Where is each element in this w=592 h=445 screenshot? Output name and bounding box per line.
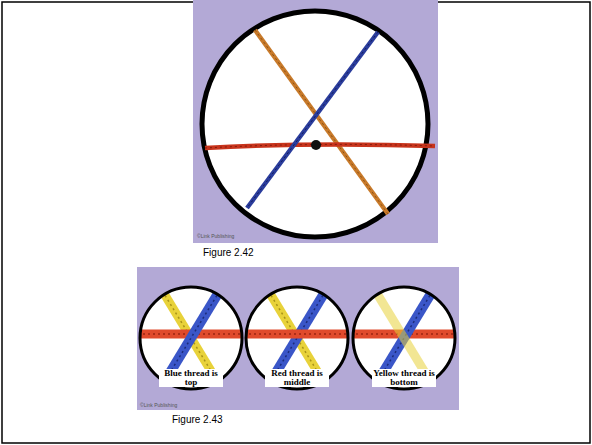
background-panel (137, 267, 459, 410)
watermark: ©Link Publishing (140, 402, 177, 408)
figure-caption: Figure 2.42 (203, 247, 254, 258)
circle-caption: Red thread is middle (265, 369, 329, 387)
circle-caption: Blue thread is top (159, 369, 223, 387)
watermark: ©Link Publishing (197, 233, 234, 239)
thread-circles (138, 287, 457, 389)
background-panel (193, 0, 438, 243)
loom-circle (202, 11, 428, 237)
threads (205, 30, 435, 214)
figure-caption: Figure 2.43 (172, 414, 223, 425)
circle-caption: Yellow thread is bottom (372, 369, 436, 387)
